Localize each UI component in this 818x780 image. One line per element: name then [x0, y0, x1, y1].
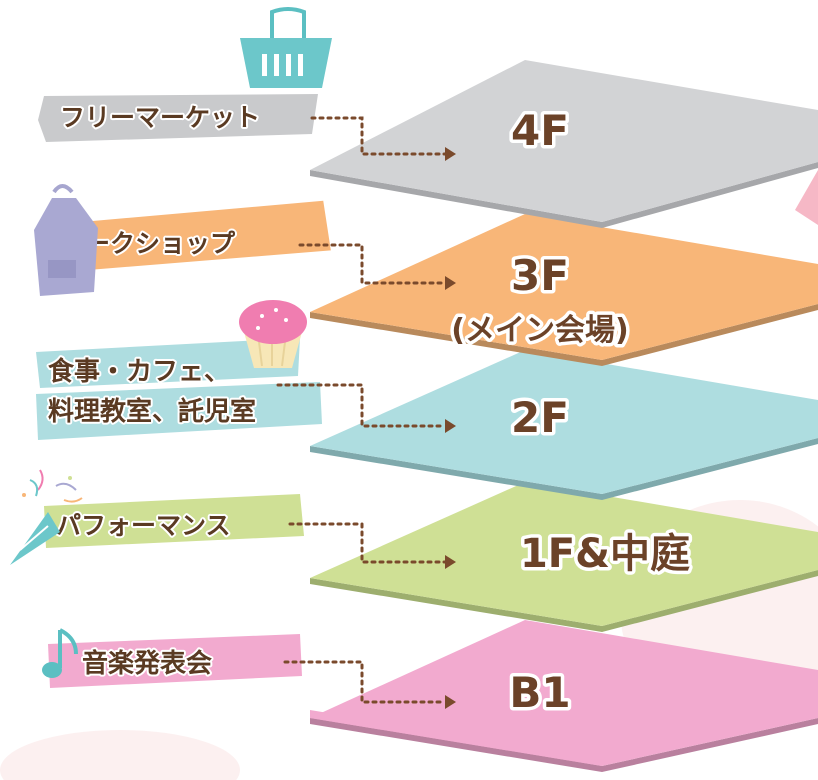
- arrow-2f: [445, 419, 456, 433]
- connector-b1: [283, 660, 447, 704]
- floor-label-2f: 2F: [511, 393, 569, 442]
- activity-label-concert: 音楽発表会: [82, 648, 212, 679]
- floor-2f: [310, 350, 818, 500]
- arrow-1f: [445, 555, 456, 569]
- floor-1f-plate: [310, 482, 818, 626]
- floor-b1-edge: [310, 718, 602, 772]
- floor-label-b1: B1: [509, 668, 570, 717]
- activity-label-food-line2: 料理教室、託児室: [48, 396, 256, 427]
- apron-icon: [34, 184, 98, 296]
- connector-3f: [298, 243, 447, 285]
- connector-arrowheads: [445, 147, 456, 709]
- floor-sublabel-3f: (メイン会場): [451, 313, 628, 348]
- tape-flea-market: [38, 94, 318, 142]
- basket-icon: [240, 7, 332, 88]
- floor-4f: [310, 60, 818, 228]
- cupcake-icon: [239, 300, 307, 368]
- activity-label-food-line1: 食事・カフェ、: [48, 356, 230, 387]
- floor-b1-plate: [310, 620, 818, 766]
- floor-1f: [310, 482, 818, 632]
- floor-label-1f: 1F&中庭: [520, 531, 690, 577]
- tape-food: [36, 338, 322, 440]
- floor-label-3f: 3F: [511, 251, 569, 300]
- connector-2f: [276, 383, 447, 428]
- activity-label-performance: パフォーマンス: [56, 511, 231, 540]
- connector-1f: [288, 522, 447, 564]
- tape-concert: [48, 634, 302, 688]
- tape-performance: [44, 494, 304, 548]
- connector-4f: [310, 116, 447, 156]
- tape-workshop: [43, 200, 331, 274]
- arrow-3f: [445, 276, 456, 290]
- party-popper-icon: [10, 469, 83, 565]
- floor-3f-plate: [310, 214, 818, 360]
- activity-label-flea-market: フリーマーケット: [60, 103, 260, 132]
- floor-b1: [310, 620, 818, 772]
- floor-3f: [310, 214, 818, 366]
- arrow-4f: [445, 147, 456, 161]
- connectors: [276, 116, 447, 704]
- floor-label-4f: 4F: [511, 106, 569, 155]
- floor-4f-plate: [310, 60, 818, 222]
- music-note-icon: [42, 628, 78, 678]
- arrow-b1: [445, 695, 456, 709]
- floor-2f-plate: [310, 350, 818, 494]
